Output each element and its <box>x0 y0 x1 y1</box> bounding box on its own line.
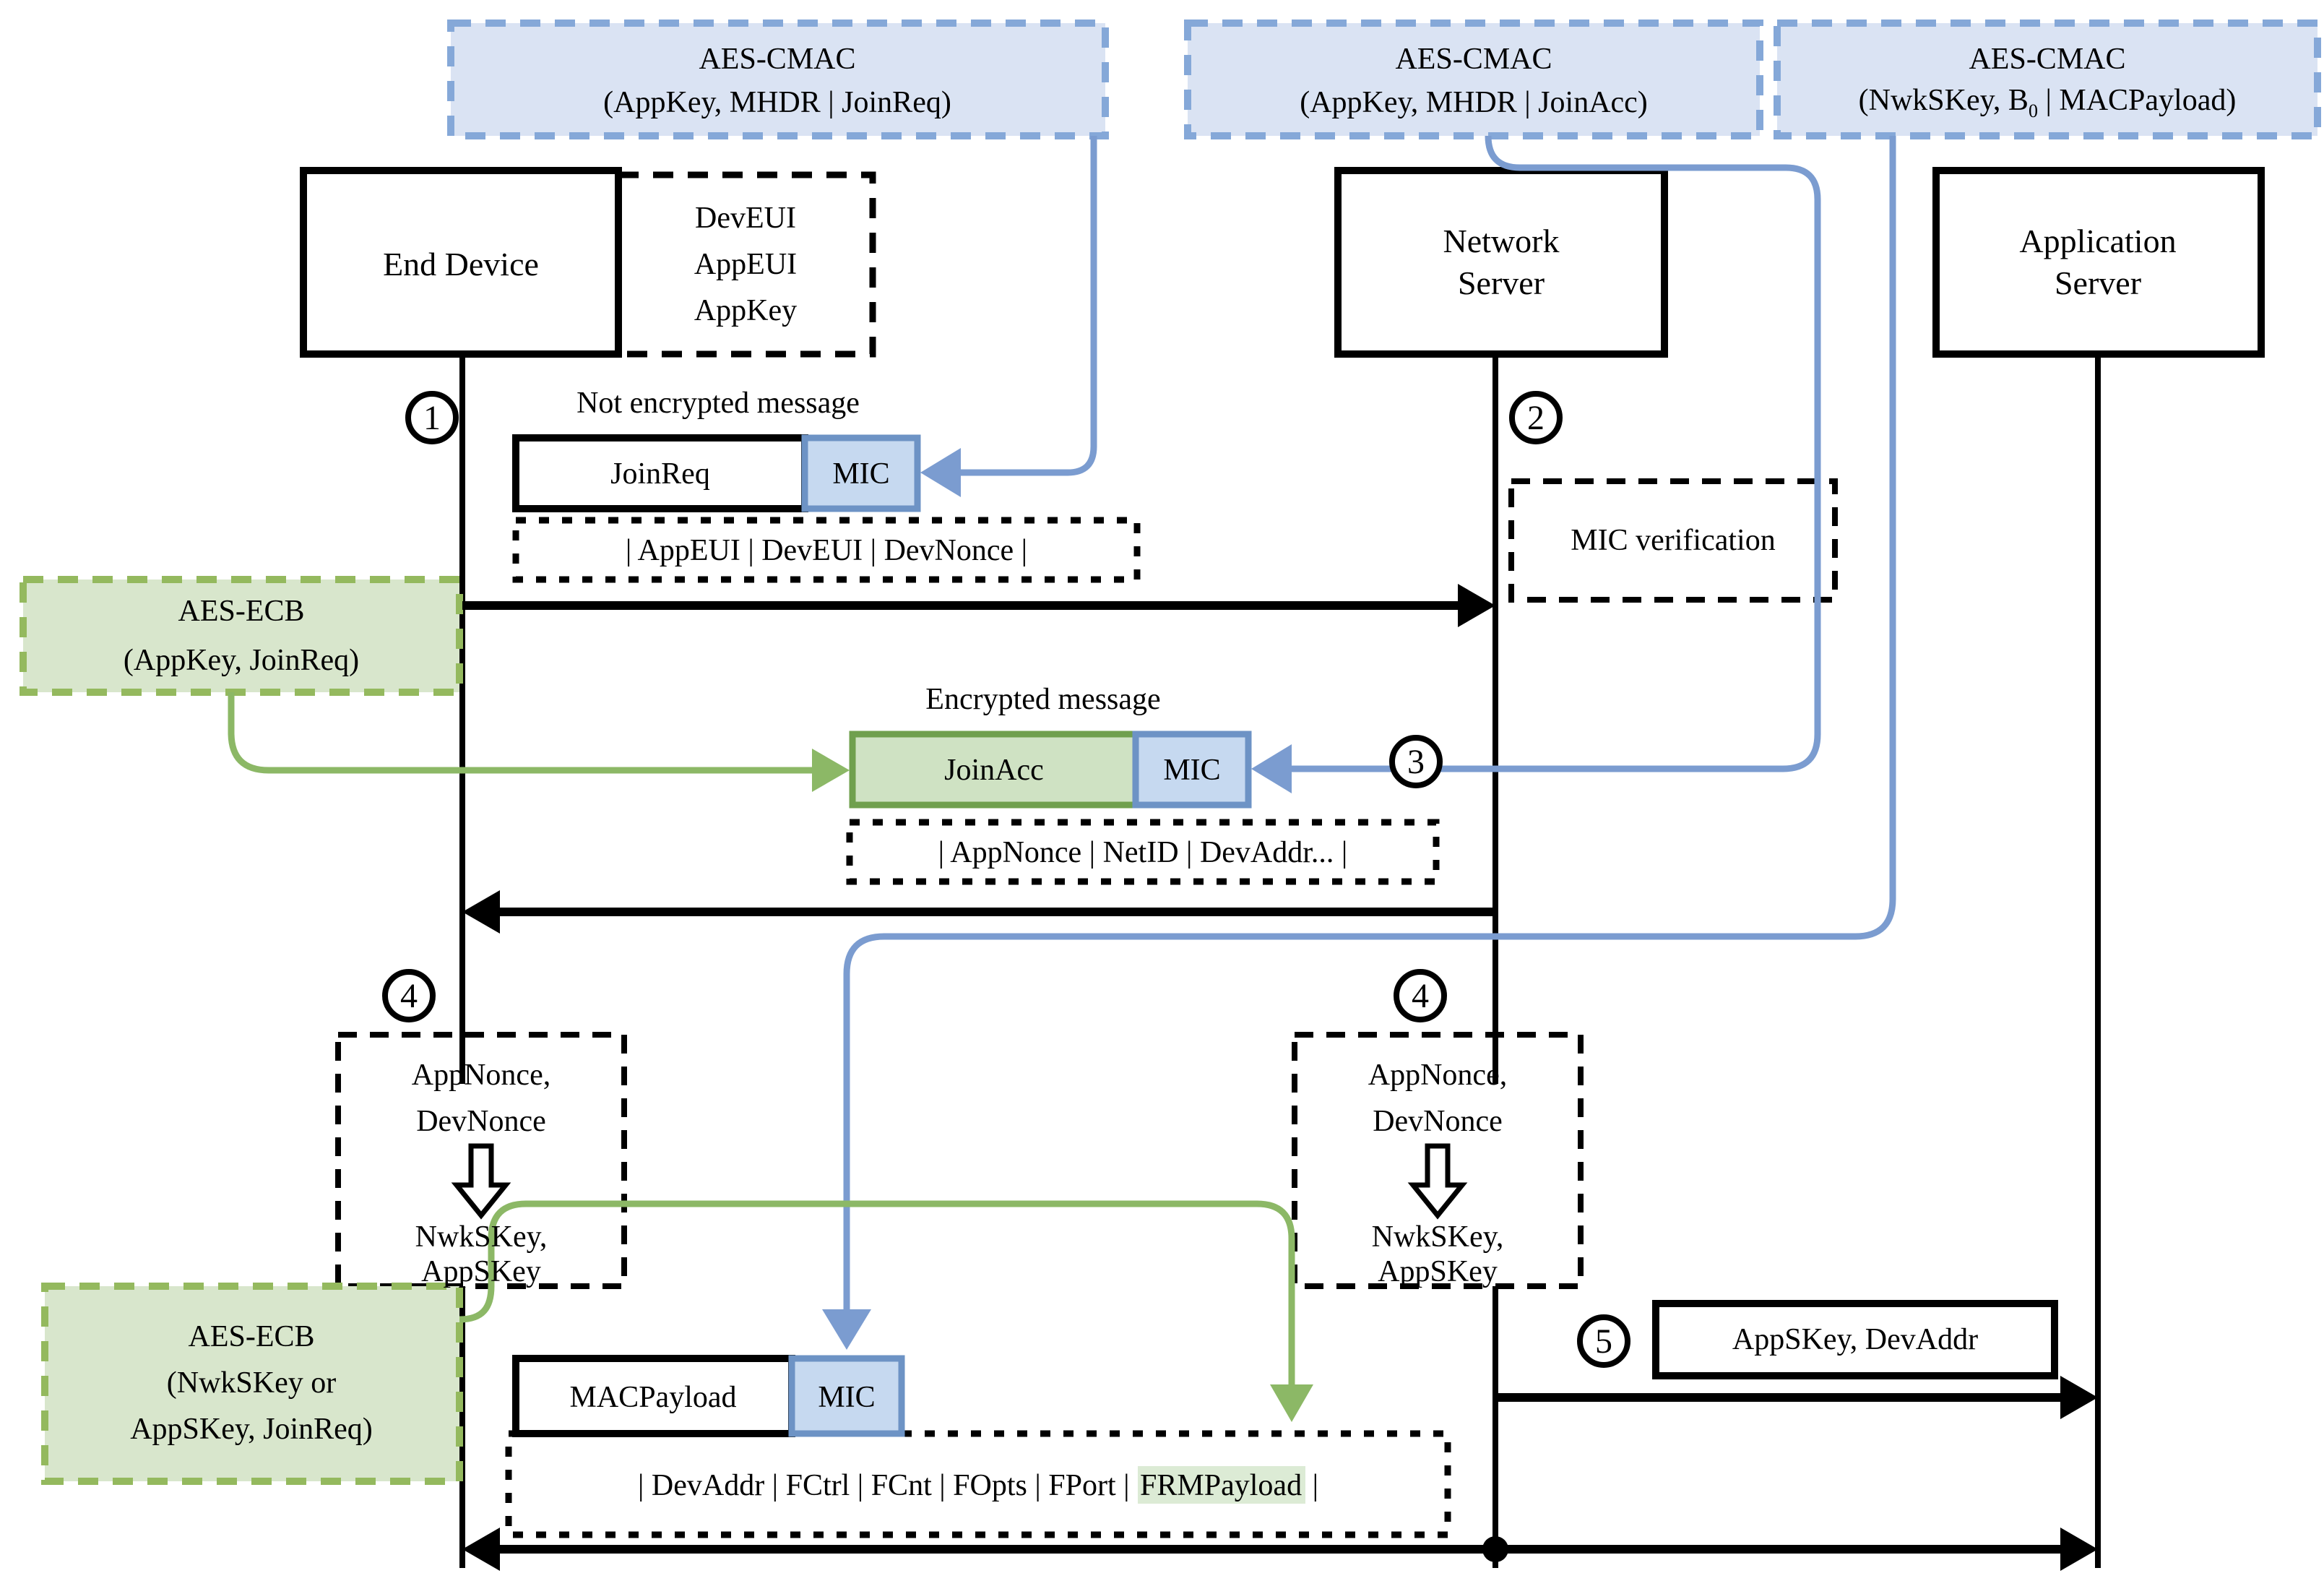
aes-cmac-macpayload-box <box>1774 20 2321 139</box>
macpayload-mic-box <box>788 1355 905 1437</box>
join-accept-arrowhead-icon <box>462 890 500 934</box>
cmac-to-joinreq-mic-line <box>958 136 1097 476</box>
encrypted-label: Encrypted message <box>925 681 1161 716</box>
session-key-share-arrowhead-icon <box>2060 1376 2098 1419</box>
joinreq-mic-box <box>801 434 921 512</box>
aes-cmac-joinacc-box <box>1184 20 1763 139</box>
derive-output2-device: AppSKey <box>421 1254 541 1288</box>
derive-input1-device: AppNonce, <box>411 1057 551 1092</box>
derive-output2-server: AppSKey <box>1378 1254 1498 1288</box>
step2-circle-icon <box>1509 391 1563 444</box>
network-server-label-line2: Server <box>1457 265 1545 301</box>
step3-number: 3 <box>1407 744 1425 782</box>
aes-ecb-joinacc-box <box>20 576 463 696</box>
step5-circle-icon <box>1577 1314 1630 1368</box>
ecb-to-frmpayload-line <box>459 1200 1295 1387</box>
ecb-to-frmpayload-arrowhead-icon <box>1270 1384 1313 1422</box>
network-server-box <box>1334 167 1668 358</box>
step4-circle-device-icon <box>382 969 436 1022</box>
cmac-to-macpayload-mic-line <box>843 136 1896 1312</box>
mic-verification-label: MIC verification <box>1571 522 1776 557</box>
mic-verification-box <box>1508 478 1838 603</box>
derive-input1-server: AppNonce, <box>1368 1057 1508 1092</box>
joinreq-label: JoinReq <box>610 456 710 491</box>
derive-output1-device: NwkSKey, <box>415 1219 548 1254</box>
application-server-box <box>1932 167 2265 358</box>
aes-ecb-joinacc-args: (AppKey, JoinReq) <box>123 642 360 677</box>
joinreq-mic-label: MIC <box>832 456 890 491</box>
step2-number: 2 <box>1527 400 1545 438</box>
join-request-arrowhead-icon <box>1458 584 1495 627</box>
application-server-label-line1: Application <box>2019 223 2177 259</box>
appskey-devaddr-label: AppSKey, DevAddr <box>1732 1322 1979 1356</box>
data-fields-pre: | DevAddr | FCtrl | FCnt | FOpts | FPort… <box>637 1468 1138 1502</box>
aes-ecb-frmpayload-args1: (NwkSKey or <box>166 1365 337 1400</box>
cmac-to-joinreq-mic-arrowhead-icon <box>920 448 961 497</box>
joinacc-mic-box <box>1132 731 1252 809</box>
data-fields-post: | <box>1305 1468 1319 1502</box>
derive-output1-server: NwkSKey, <box>1371 1219 1504 1254</box>
joinreq-frame-box <box>512 434 808 512</box>
not-encrypted-label: Not encrypted message <box>576 385 860 420</box>
aes-ecb-frmpayload-box <box>41 1283 463 1485</box>
device-key-deveui: DevEUI <box>695 200 796 235</box>
cmac-to-macpayload-mic-arrowhead-icon <box>822 1309 871 1350</box>
step4-circle-server-icon <box>1394 969 1447 1022</box>
step1-circle-icon <box>405 391 459 444</box>
aes-cmac-joinreq-args: (AppKey, MHDR | JoinReq) <box>603 85 951 119</box>
derive-arrow-icon-server <box>1407 1143 1468 1220</box>
step3-circle-icon <box>1389 735 1443 788</box>
network-server-label-line1: Network <box>1443 223 1560 259</box>
cmac-to-joinacc-mic-line <box>1289 135 1821 772</box>
joinacc-frame-box <box>849 731 1139 809</box>
data-message-right-arrowhead-icon <box>2060 1528 2098 1571</box>
macpayload-mic-label: MIC <box>818 1379 876 1414</box>
frmpayload-highlight: FRMPayload <box>1137 1466 1305 1504</box>
aes-cmac-joinreq-title: AES-CMAC <box>699 41 856 76</box>
data-message-relay-dot-icon <box>1482 1536 1508 1562</box>
joinacc-mic-label: MIC <box>1163 752 1221 787</box>
aes-ecb-frmpayload-title: AES-ECB <box>188 1319 315 1353</box>
application-server-label-line2: Server <box>2054 265 2142 301</box>
b0-subscript: 0 <box>2028 100 2038 122</box>
macpayload-frame-box <box>512 1355 795 1437</box>
aes-ecb-frmpayload-args2: AppSKey, JoinReq) <box>130 1411 373 1446</box>
joinacc-label: JoinAcc <box>944 752 1044 787</box>
device-key-appeui: AppEUI <box>694 246 798 281</box>
step5-number: 5 <box>1595 1324 1612 1361</box>
aes-ecb-joinacc-title: AES-ECB <box>178 593 305 628</box>
step4-number-server: 4 <box>1412 978 1429 1016</box>
aes-cmac-joinreq-box <box>447 20 1109 139</box>
joinacc-fields-box <box>846 819 1440 885</box>
end-device-label: End Device <box>383 246 539 283</box>
derive-input2-server: DevNonce <box>1373 1103 1503 1138</box>
end-device-box <box>300 167 622 358</box>
aes-cmac-macpayload-title: AES-CMAC <box>1969 41 2126 76</box>
derive-arrow-icon-device <box>451 1143 511 1220</box>
aes-cmac-joinacc-title: AES-CMAC <box>1395 41 1552 76</box>
appskey-devaddr-box <box>1652 1300 2058 1379</box>
data-frame-fields-label: | DevAddr | FCtrl | FCnt | FOpts | FPort… <box>637 1466 1319 1504</box>
step4-number-device: 4 <box>400 978 418 1016</box>
ecb-to-joinacc-line <box>228 692 815 774</box>
macpayload-args-pre: (NwkSKey, B <box>1858 82 2029 117</box>
macpayload-args-post: | MACPayload) <box>2037 82 2237 117</box>
derive-input2-device: DevNonce <box>416 1103 546 1138</box>
ecb-to-joinacc-arrowhead-icon <box>812 749 850 792</box>
aes-cmac-macpayload-args: (NwkSKey, B0 | MACPayload) <box>1859 85 2237 120</box>
macpayload-label: MACPayload <box>569 1379 737 1414</box>
device-keys-box <box>615 171 876 358</box>
cmac-to-joinacc-mic-arrowhead-icon <box>1251 744 1292 793</box>
device-key-appkey: AppKey <box>694 293 798 327</box>
joinreq-fields-box <box>512 517 1141 583</box>
joinreq-fields-label: | AppEUI | DevEUI | DevNonce | <box>625 533 1028 567</box>
joinacc-fields-label: | AppNonce | NetID | DevAddr... | <box>938 835 1348 869</box>
data-message-left-arrowhead-icon <box>462 1528 500 1571</box>
aes-cmac-joinacc-args: (AppKey, MHDR | JoinAcc) <box>1300 85 1648 119</box>
step1-number: 1 <box>423 400 441 438</box>
